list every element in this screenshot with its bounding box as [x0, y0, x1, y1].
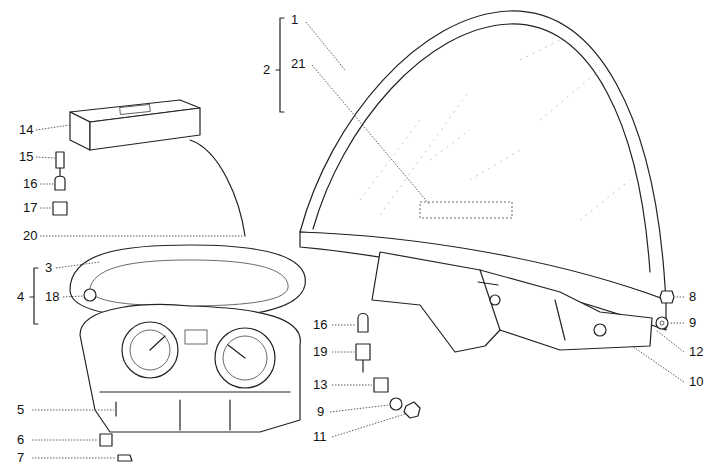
callout-number: 10	[688, 374, 704, 390]
callout-number: 19	[312, 344, 328, 360]
callout-number: 11	[312, 429, 328, 445]
mounting-bracket	[372, 252, 652, 352]
callout-number: 7	[16, 450, 25, 466]
callout-number: 20	[22, 228, 38, 244]
callout-number: 16	[22, 176, 38, 192]
callout-number: 9	[316, 404, 325, 420]
callout-number: 15	[18, 149, 34, 165]
leader-lines	[30, 18, 684, 458]
fasteners	[356, 291, 674, 418]
callout-number: 13	[312, 377, 328, 393]
callout-number: 3	[44, 260, 53, 276]
callout-number: 2	[262, 62, 271, 78]
callout-number: 6	[16, 432, 25, 448]
callout-number: 14	[18, 122, 34, 138]
callout-number: 12	[688, 344, 704, 360]
callout-number: 18	[44, 289, 60, 305]
callout-number: 17	[22, 200, 38, 216]
callout-number: 8	[688, 289, 697, 305]
instrument-cluster	[70, 245, 305, 461]
callout-number: 5	[16, 402, 25, 418]
callout-number: 16	[312, 317, 328, 333]
callout-number: 21	[290, 56, 306, 72]
callout-number: 9	[688, 315, 697, 331]
display-unit	[53, 100, 245, 236]
callout-number: 4	[16, 289, 25, 305]
callout-number: 1	[290, 12, 299, 28]
